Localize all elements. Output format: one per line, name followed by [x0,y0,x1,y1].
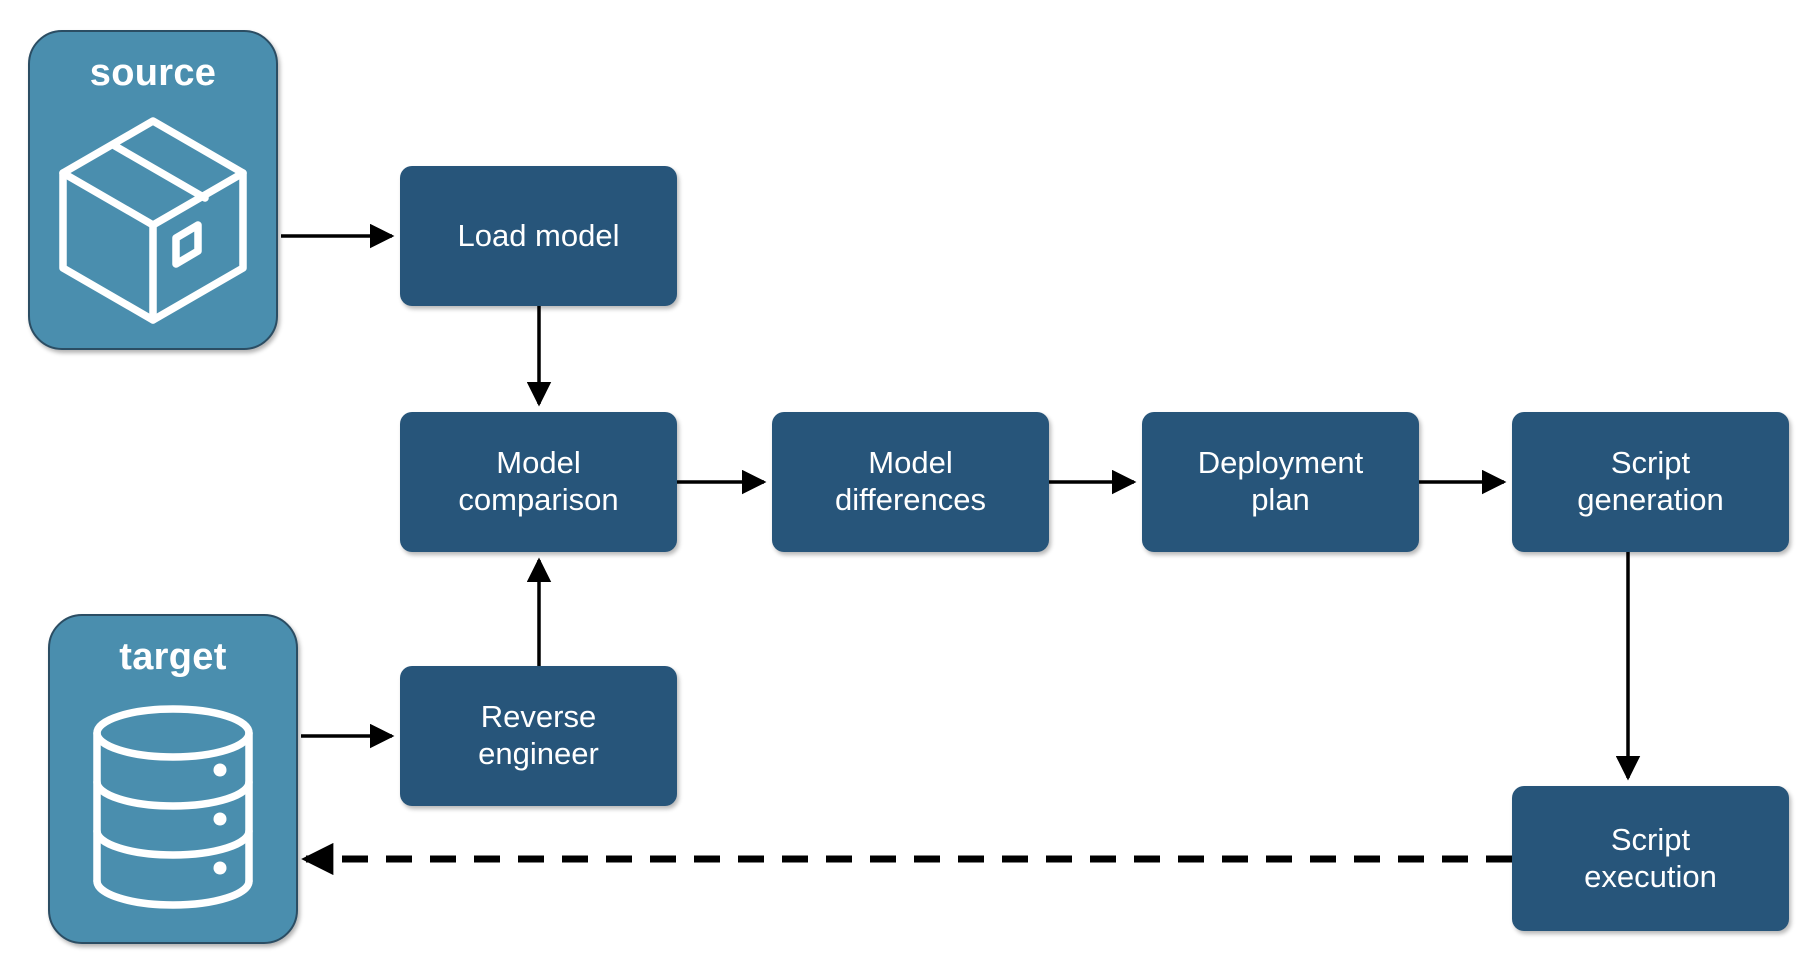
node-script-execution-label: Script execution [1584,821,1717,894]
node-reverse-engineer-label: Reverse engineer [478,699,599,771]
node-script-generation[interactable]: Script generation [1512,412,1789,552]
node-script-generation-label: Script generation [1577,445,1724,517]
package-box-icon [30,92,276,348]
node-load-model-label: Load model [457,217,620,253]
node-model-comparison-label: Model comparison [458,445,619,517]
node-load-model[interactable]: Load model [400,166,677,306]
database-cylinder-icon [50,676,296,942]
node-deployment-plan-label: Deployment plan [1197,445,1364,517]
node-model-comparison[interactable]: Model comparison [400,412,677,552]
endpoint-target[interactable]: target [48,614,298,944]
node-model-differences[interactable]: Model differences [772,412,1049,552]
node-deployment-plan[interactable]: Deployment plan [1142,412,1419,552]
endpoint-source[interactable]: source [28,30,278,350]
node-model-differences-label: Model differences [834,445,987,517]
endpoint-source-label: source [89,52,217,94]
node-script-execution[interactable]: Script execution [1512,786,1789,931]
node-reverse-engineer[interactable]: Reverse engineer [400,666,677,806]
endpoint-target-label: target [119,636,227,678]
